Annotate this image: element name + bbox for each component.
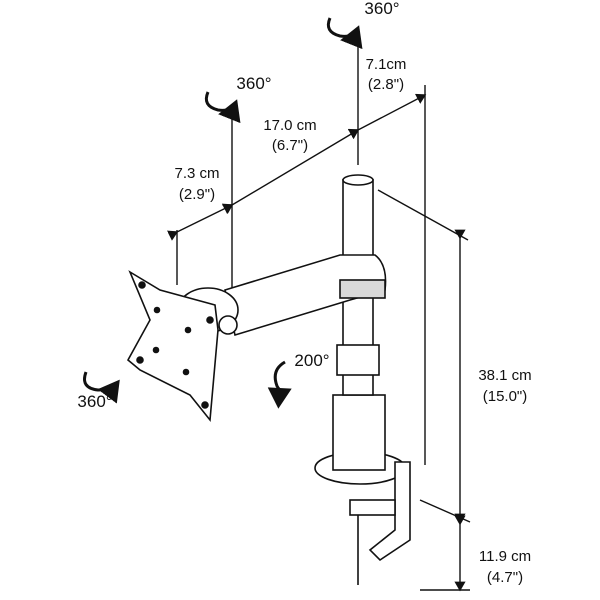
pole-collar [336,344,380,376]
dim-arm-short-metric: 7.3 cm [174,165,220,182]
rotation-label-pole: 360° [364,0,400,18]
rotate-arrow-plate [83,371,120,404]
clamp-pad [349,499,396,516]
dim-pole-offset-imperial: (2.8") [367,76,405,93]
dim-pole-height-metric: 38.1 cm [478,367,532,384]
dim-clamp-range-imperial: (4.7") [486,569,524,586]
rotation-label-plate: 360° [77,392,113,411]
clamp-body [368,461,411,562]
dim-17cm [221,129,360,215]
clamp-ext [419,499,471,523]
pole-top-ext [377,189,469,241]
dim-clamp-range-metric: 11.9 cm [478,548,532,565]
dim-pole-offset-metric: 7.1cm [365,56,407,73]
dim-arm-long-metric: 17.0 cm [263,117,317,134]
dim-7-1cm [347,93,427,139]
rotation-label-tilt: 200° [294,351,330,370]
tilt-knob [218,315,238,335]
dim-arm-short-imperial: (2.9") [178,186,216,203]
pole-base [332,394,386,471]
rotate-arrow-tilt [267,360,292,409]
rotation-label-joint: 360° [236,74,272,93]
dim-arm-long-imperial: (6.7") [271,137,309,154]
arm-collar [339,279,386,299]
dim-7-3cm [166,203,234,241]
vesa-plate [126,270,219,423]
rotate-arrow-joint [204,91,241,124]
dim-pole-height-imperial: (15.0") [482,388,528,405]
vesa-holes [136,281,214,409]
rotate-arrow-pole [326,17,363,50]
